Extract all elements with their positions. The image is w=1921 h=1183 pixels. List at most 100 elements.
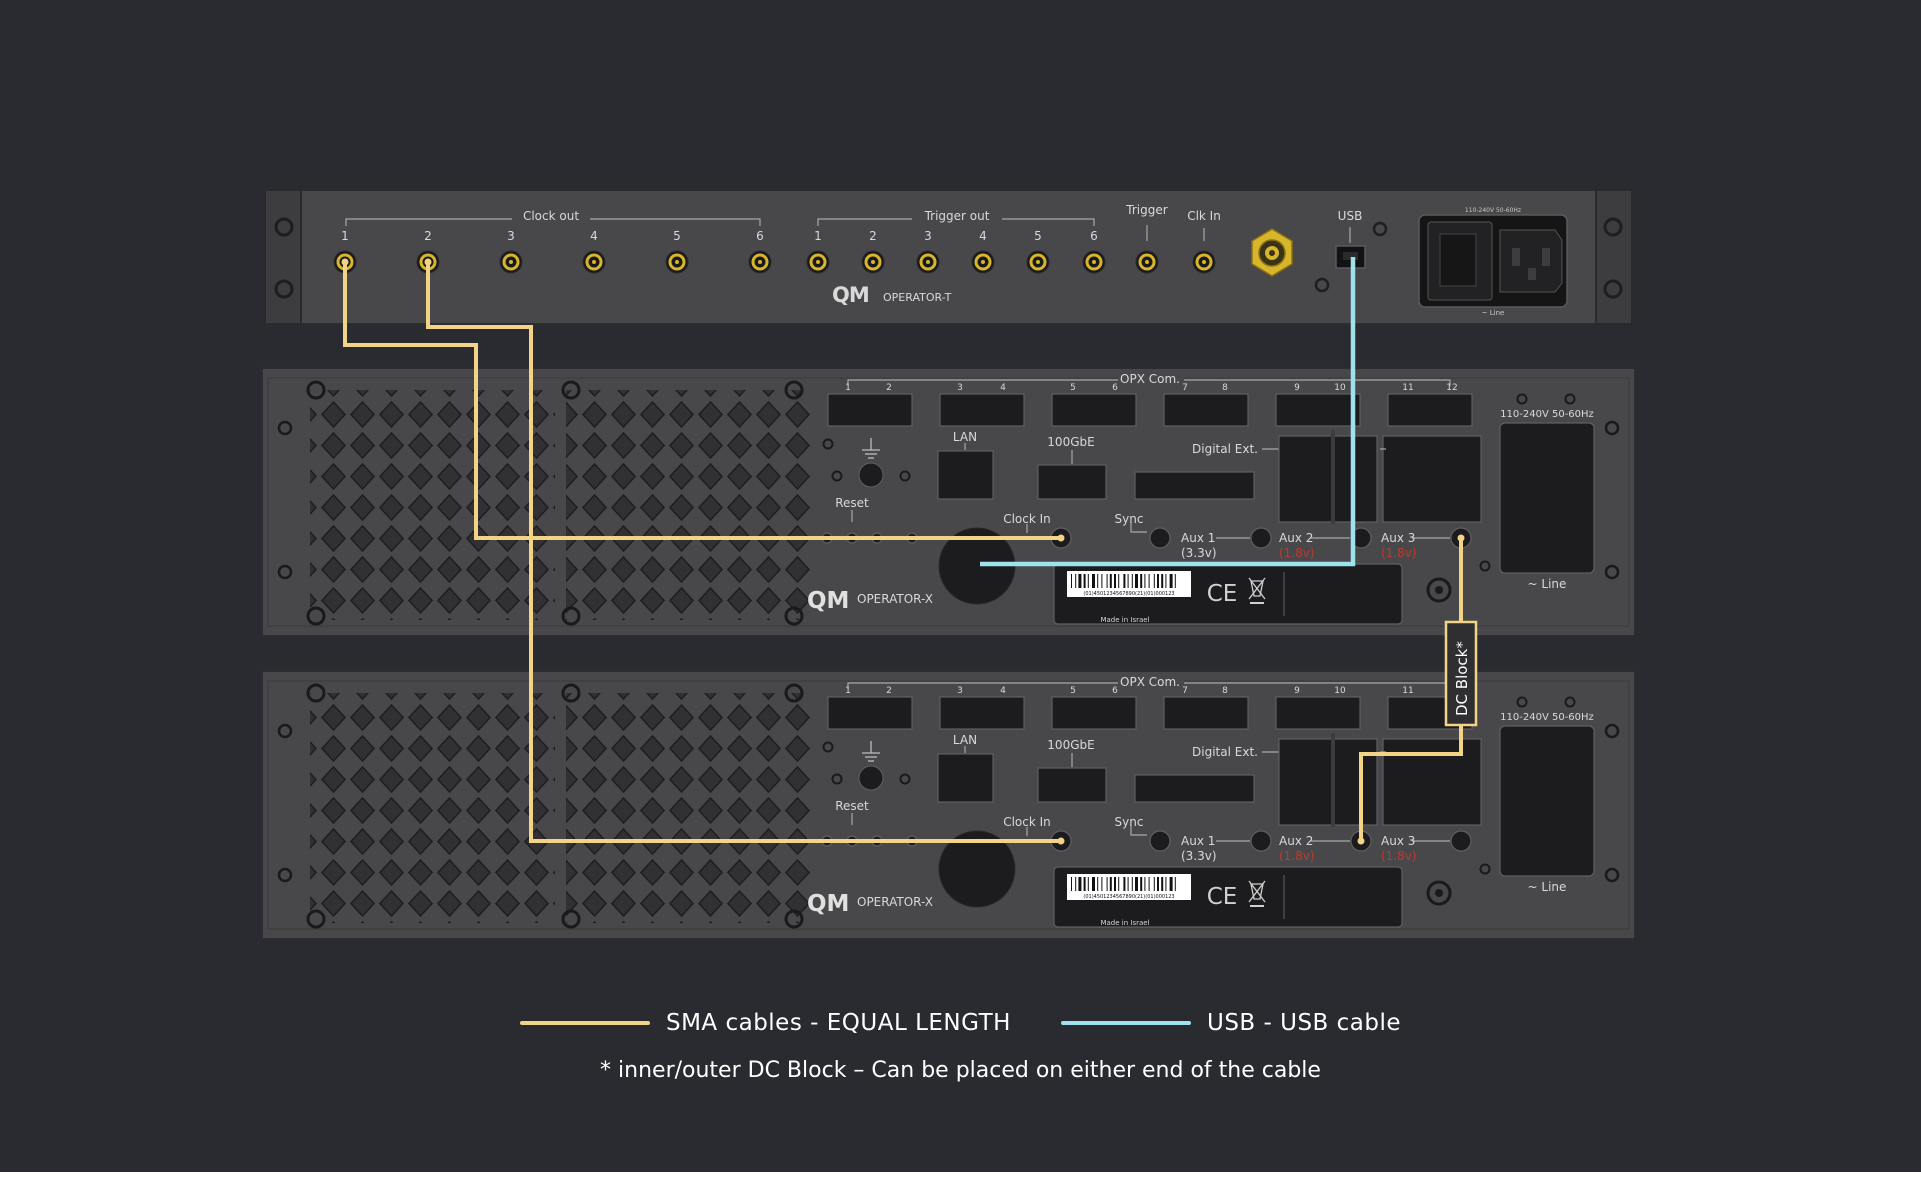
sma-port[interactable] — [1136, 251, 1158, 273]
aux3-label: Aux 3 — [1381, 834, 1415, 848]
opx-port-number: 11 — [1402, 383, 1413, 393]
opx-port-number: 1 — [845, 383, 851, 393]
bottom-strip — [0, 1172, 1921, 1183]
cable-end-dot — [1058, 838, 1065, 845]
aux2-voltage: (1.8v) — [1279, 849, 1315, 863]
aux3-label: Aux 3 — [1381, 531, 1415, 545]
aux1-voltage: (3.3v) — [1181, 849, 1217, 863]
clock-out-port-number: 2 — [424, 229, 432, 243]
clock-out-port-number: 3 — [507, 229, 515, 243]
ce-mark: CE — [1207, 884, 1238, 910]
sma-port[interactable] — [917, 251, 939, 273]
opx-port-number: 10 — [1334, 383, 1346, 393]
barcode-number: (01)4501234567890(21)(01)000123 — [1083, 591, 1174, 597]
sma-port[interactable] — [500, 251, 522, 273]
lan-label: LAN — [953, 733, 977, 747]
reset-label: Reset — [835, 496, 869, 510]
operator-x-line-label: ~ Line — [1528, 577, 1567, 591]
opx-port-number: 3 — [957, 383, 963, 393]
legend-sma: SMA cables - EQUAL LENGTH — [520, 1010, 1011, 1036]
legend-sma-label: SMA cables - EQUAL LENGTH — [666, 1010, 1011, 1036]
legend-usb-label: USB - USB cable — [1207, 1010, 1401, 1036]
sma-port[interactable] — [749, 251, 771, 273]
operator-x-line-label: ~ Line — [1528, 880, 1567, 894]
opx-port-number: 8 — [1222, 383, 1228, 393]
operator-x-brand-logo: QM — [807, 891, 849, 917]
legend: SMA cables - EQUAL LENGTH USB - USB cabl… — [0, 1010, 1921, 1083]
opx-port-number: 3 — [957, 686, 963, 696]
power-inlet[interactable] — [1419, 215, 1567, 307]
opx-port-number: 2 — [886, 686, 892, 696]
cable-end-dot — [342, 259, 349, 266]
cable-end-dot — [1358, 838, 1365, 845]
dc-block: DC Block* — [1446, 622, 1476, 725]
aux1-voltage: (3.3v) — [1181, 546, 1217, 560]
opx-port-number: 6 — [1112, 383, 1118, 393]
clock-out-label: Clock out — [523, 209, 579, 223]
opx-port-number: 5 — [1070, 686, 1076, 696]
sync-label: Sync — [1115, 512, 1144, 526]
opx-port-number: 10 — [1334, 686, 1346, 696]
aux2-label: Aux 2 — [1279, 531, 1313, 545]
trigger-out-label: Trigger out — [924, 209, 990, 223]
opx-port-number: 1 — [845, 686, 851, 696]
sma-port[interactable] — [666, 251, 688, 273]
clock-out-port-number: 5 — [673, 229, 681, 243]
opx-port-number: 7 — [1182, 383, 1188, 393]
gbe-label: 100GbE — [1047, 738, 1094, 752]
operator-t-unit: Clock out Trigger out Trigger Clk In USB… — [265, 190, 1632, 324]
sma-port[interactable] — [807, 251, 829, 273]
digital-ext-label: Digital Ext. — [1192, 442, 1258, 456]
barcode-number: (01)4501234567890(21)(01)000123 — [1083, 894, 1174, 900]
cable-end-dot — [1458, 535, 1465, 542]
aux3-voltage: (1.8v) — [1381, 546, 1417, 560]
sma-port[interactable] — [972, 251, 994, 273]
opx-port-number: 4 — [1000, 383, 1006, 393]
reset-label: Reset — [835, 799, 869, 813]
aux1-label: Aux 1 — [1181, 834, 1215, 848]
opx-port-number: 9 — [1294, 686, 1300, 696]
opx-port-number: 7 — [1182, 686, 1188, 696]
operator-x-model: OPERATOR-X — [857, 895, 933, 909]
operator-x-brand-logo: QM — [807, 588, 849, 614]
trigger-out-port-number: 5 — [1034, 229, 1042, 243]
lan-label: LAN — [953, 430, 977, 444]
clock-out-port-number: 6 — [756, 229, 764, 243]
opx-port-number: 2 — [886, 383, 892, 393]
clock-out-port-number: 4 — [590, 229, 598, 243]
opx-port-number: 6 — [1112, 686, 1118, 696]
operator-t-brand-logo: QM — [832, 283, 869, 307]
dc-block-label: DC Block* — [1453, 641, 1471, 716]
sma-port[interactable] — [583, 251, 605, 273]
operator-t-power-rating: 110-240V 50-60Hz — [1465, 207, 1521, 214]
operator-t-ear-left — [265, 190, 301, 324]
usb-port[interactable] — [1336, 246, 1365, 268]
sma-port[interactable] — [1027, 251, 1049, 273]
aux3-voltage: (1.8v) — [1381, 849, 1417, 863]
operator-x-unit-2: OPX Com.123456789101112LAN100GbEDigital … — [262, 671, 1635, 939]
operator-t-line-label: ~ Line — [1482, 309, 1505, 317]
clock-in-label: Clock In — [1003, 512, 1051, 526]
opx-com-label: OPX Com. — [1120, 372, 1180, 386]
sma-port[interactable] — [1083, 251, 1105, 273]
operator-x-model: OPERATOR-X — [857, 592, 933, 606]
trigger-out-port-number: 2 — [869, 229, 877, 243]
made-in-label: Made in Israel — [1100, 616, 1149, 624]
trigger-out-port-number: 3 — [924, 229, 932, 243]
aux1-label: Aux 1 — [1181, 531, 1215, 545]
opx-port-number: 8 — [1222, 686, 1228, 696]
cable-end-dot — [1058, 535, 1065, 542]
opx-port-number: 4 — [1000, 686, 1006, 696]
trigger-out-port-number: 4 — [979, 229, 987, 243]
sync-label: Sync — [1115, 815, 1144, 829]
sma-port[interactable] — [1193, 251, 1215, 273]
sma-port[interactable] — [862, 251, 884, 273]
usb-label: USB — [1338, 209, 1363, 223]
opx-port-number: 12 — [1446, 383, 1457, 393]
aux2-label: Aux 2 — [1279, 834, 1313, 848]
legend-note: * inner/outer DC Block – Can be placed o… — [0, 1058, 1921, 1083]
opx-port-number: 5 — [1070, 383, 1076, 393]
digital-ext-label: Digital Ext. — [1192, 745, 1258, 759]
opx-com-label: OPX Com. — [1120, 675, 1180, 689]
